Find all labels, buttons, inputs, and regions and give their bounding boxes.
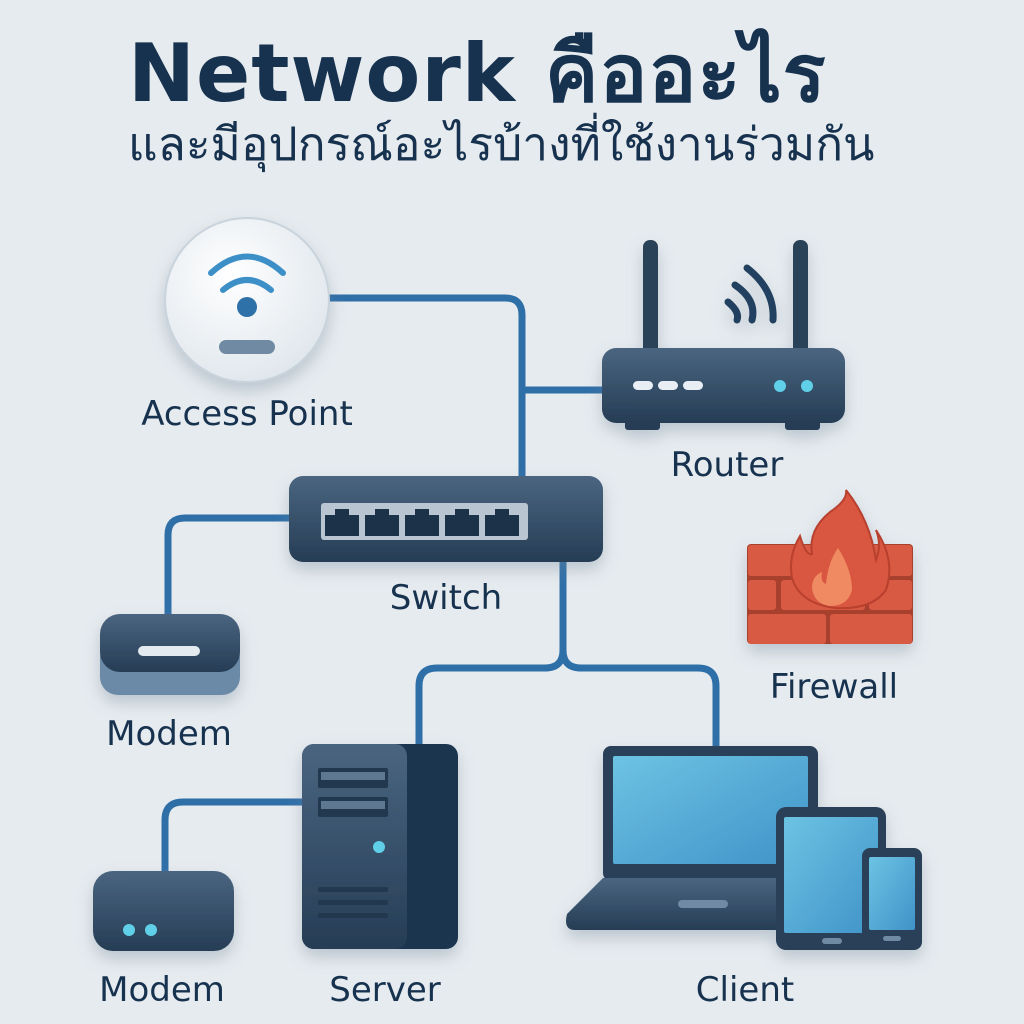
modem-bottom-device[interactable] <box>93 871 234 951</box>
router-label: Router <box>670 445 784 485</box>
modem-bottom-label: Modem <box>99 970 225 1010</box>
switch-device[interactable] <box>289 476 603 562</box>
ethernet-port <box>365 509 399 536</box>
firewall-device[interactable] <box>747 489 913 644</box>
firewall-label: Firewall <box>769 667 899 707</box>
server-label: Server <box>329 970 441 1010</box>
switch-label: Switch <box>389 578 503 618</box>
cable-server-modem <box>161 798 307 876</box>
ethernet-port <box>485 509 519 536</box>
switch-ports <box>325 509 519 536</box>
signal-icon <box>724 298 742 324</box>
cable-ap-switch <box>326 294 526 482</box>
cables <box>161 294 720 876</box>
ethernet-port <box>325 509 359 536</box>
modem-top-device[interactable] <box>100 614 240 695</box>
ethernet-port <box>405 509 439 536</box>
access-point-label: Access Point <box>141 394 353 434</box>
page-title: Network คืออะไร <box>128 27 827 120</box>
cable-switch-client <box>559 646 720 750</box>
client-devices[interactable] <box>566 746 922 950</box>
access-point-device[interactable] <box>164 217 330 383</box>
router-device[interactable] <box>602 240 845 430</box>
modem-top-label: Modem <box>106 714 232 754</box>
cable-switch-modem <box>164 514 294 620</box>
page-subtitle: และมีอุปกรณ์อะไรบ้างที่ใช้งานร่วมกัน <box>128 117 875 171</box>
ethernet-port <box>445 509 479 536</box>
client-label: Client <box>695 970 795 1010</box>
wifi-icon <box>208 253 286 276</box>
server-device[interactable] <box>302 744 458 949</box>
